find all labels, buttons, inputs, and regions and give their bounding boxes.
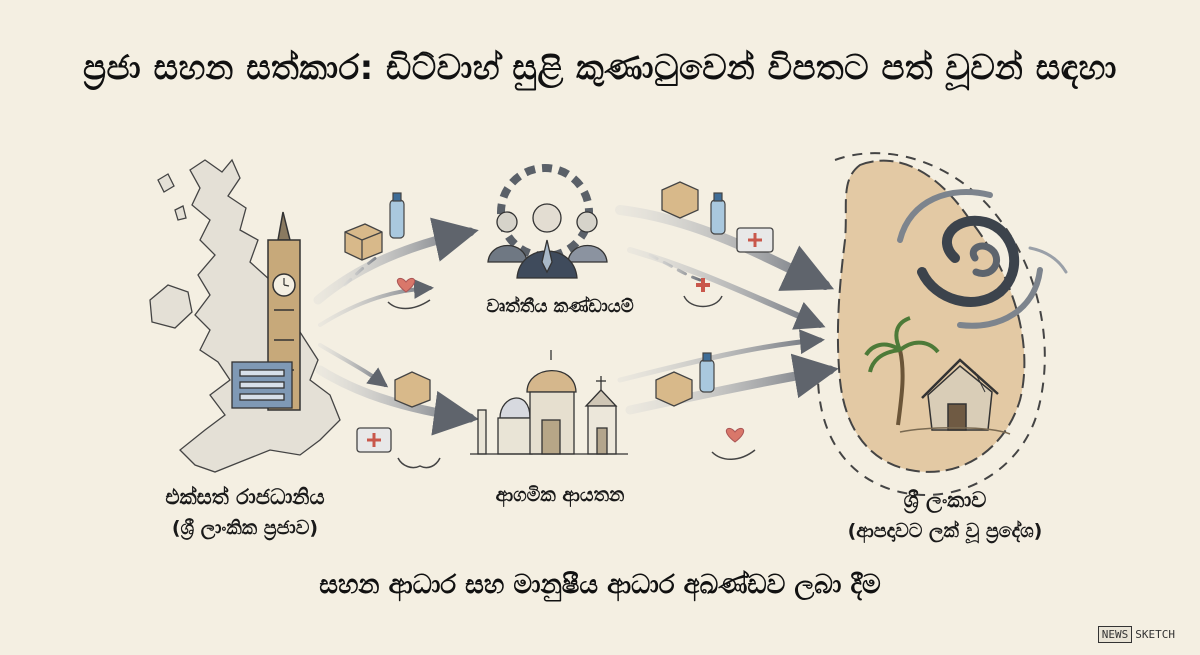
page-title: ප්‍රජා සහන සත්කාර: ඩිට්වාහ් සුළි කුණාටුව… xyxy=(83,48,1117,88)
arrow-uk-to-religious-2 xyxy=(318,343,389,388)
office-building-icon xyxy=(231,361,293,409)
arrow-uk-to-professional-2 xyxy=(318,278,434,327)
arrow-dash-left xyxy=(343,253,382,287)
uk-sublabel: (ශ්‍රී ලාංකික ප්‍රජාව) xyxy=(171,517,319,539)
arrow-dash-right xyxy=(648,253,702,282)
brand-logo: NEWS SKETCH xyxy=(1097,626,1178,643)
medkit-icon xyxy=(356,427,392,453)
arrow-religious-to-srilanka-2 xyxy=(617,329,825,383)
hands-icon xyxy=(397,457,441,469)
sri-lanka-map-icon xyxy=(817,152,1046,496)
medkit-icon-2 xyxy=(736,227,774,253)
arrow-religious-to-srilanka xyxy=(625,353,839,415)
supply-box-icon-4 xyxy=(655,371,693,407)
religious-institutions-label: ආගමික ආයතන xyxy=(495,484,625,506)
brand-part-2: SKETCH xyxy=(1135,628,1175,641)
palm-tree-icon xyxy=(864,316,940,426)
sri-lanka-sublabel: (ආපදාවට ලක් වූ ප්‍රදේශ) xyxy=(847,520,1043,542)
footer-caption: සහන ආධාර සහ මානුෂීය ආධාර අඛණ්ඩව ලබා දීම xyxy=(319,570,881,600)
heart-hand-icon-2 xyxy=(711,427,756,460)
heart-hand-icon xyxy=(387,277,431,310)
religious-buildings-icon xyxy=(470,350,628,455)
uk-label: එක්සත් රාජධානිය xyxy=(165,485,325,509)
water-bottle-icon-2 xyxy=(710,192,726,235)
supply-box-icon xyxy=(344,223,383,261)
flow-arrows xyxy=(313,205,839,436)
professional-people-icon xyxy=(487,203,608,279)
water-bottle-icon-3 xyxy=(699,352,715,393)
arrow-professional-to-srilanka xyxy=(615,205,835,291)
hands-cross-icon xyxy=(683,278,723,308)
damaged-house-icon xyxy=(899,358,1011,435)
supply-box-icon-3 xyxy=(661,181,699,219)
uk-map-icon xyxy=(149,158,341,473)
cyclone-icon xyxy=(897,189,1068,329)
arrow-uk-to-religious xyxy=(315,365,479,436)
water-bottle-icon xyxy=(389,192,405,239)
professional-groups-label: වෘත්තීය කණ්ඩායම් xyxy=(486,296,634,317)
sri-lanka-label: ශ්‍රී ලංකාව xyxy=(903,488,987,512)
arrow-uk-to-professional xyxy=(313,217,479,305)
supply-box-icon-2 xyxy=(394,371,431,408)
brand-part-1: NEWS xyxy=(1097,626,1133,643)
